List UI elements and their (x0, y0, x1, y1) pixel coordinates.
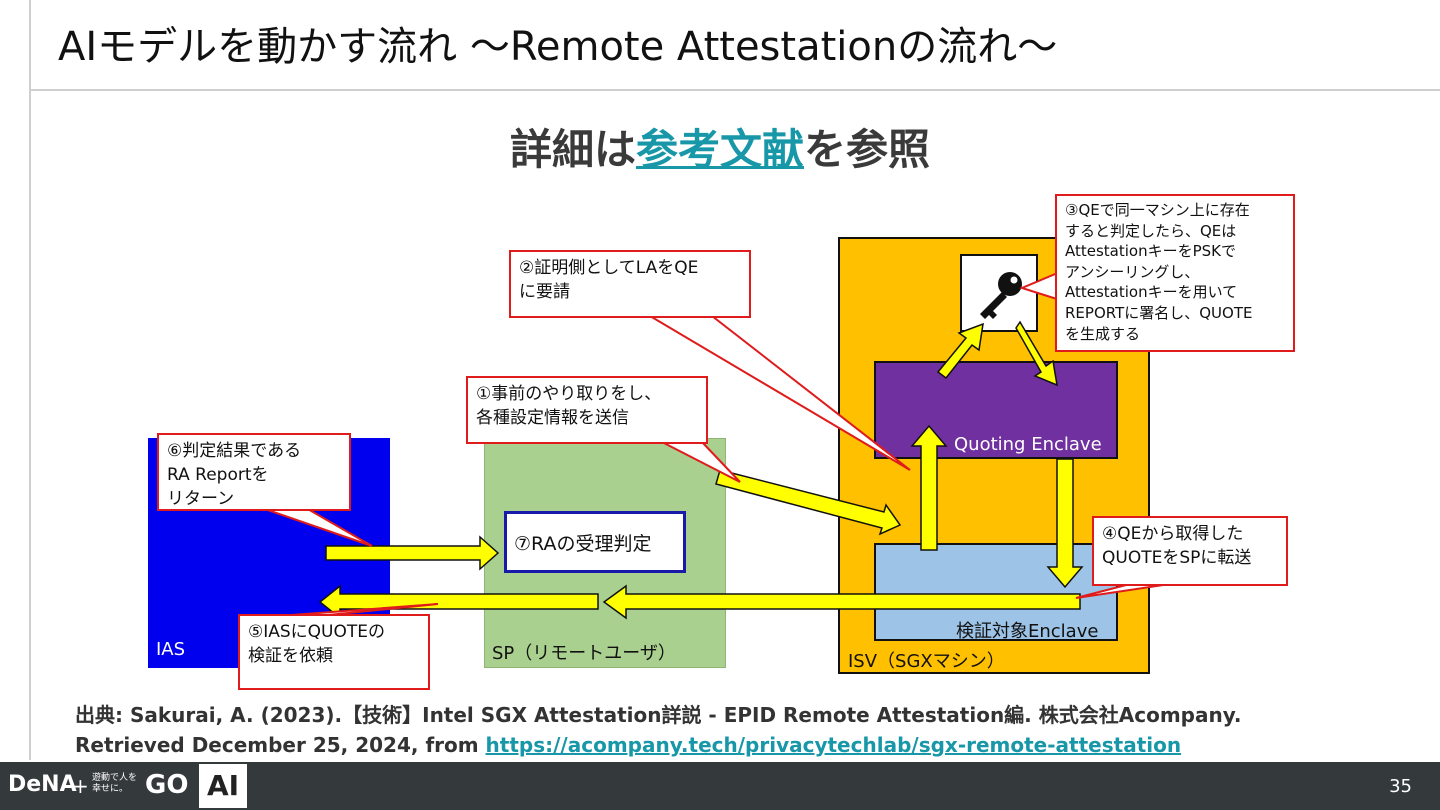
citation-url-link[interactable]: https://acompany.tech/privacytechlab/sgx… (485, 733, 1182, 757)
callout-step3: ③QEで同一マシン上に存在 すると判定したら、QEは Attestationキー… (1055, 194, 1295, 352)
arrow-sp-to-isv (715, 469, 902, 536)
arrow-qe-to-key (936, 322, 984, 380)
arrow-target-to-qe (910, 424, 948, 551)
ai-badge: AI (199, 764, 247, 808)
arrow-isv-to-sp (602, 584, 1081, 620)
target-enclave-box (874, 543, 1118, 641)
callout-step4: ④QEから取得した QUOTEをSPに転送 (1092, 516, 1288, 586)
reference-link[interactable]: 参考文献 (635, 125, 804, 174)
callout-step2: ②証明側としてLAをQE に要請 (509, 250, 751, 318)
dena-logo: DeNA (8, 772, 77, 797)
go-logo: GO (145, 770, 189, 800)
arrow-ias-to-sp (325, 535, 500, 571)
callout1-pointer (661, 441, 741, 483)
headline-prefix: 詳細は (509, 125, 636, 174)
key-box (960, 254, 1038, 332)
callout4-pointer (1075, 583, 1171, 599)
headline: 詳細は参考文献を参照 (0, 116, 1440, 177)
left-rule (29, 0, 31, 760)
title-divider (30, 89, 1440, 91)
callout6-pointer (261, 507, 373, 547)
citation-line1: 出典: Sakurai, A. (2023).【技術】Intel SGX Att… (75, 703, 1242, 727)
citation-line2: Retrieved December 25, 2024, from https:… (75, 733, 1182, 757)
sp-label: SP（リモートユーザ） (492, 643, 676, 664)
arrow-key-to-qe (1015, 320, 1058, 387)
callout-step1: ①事前のやり取りをし、 各種設定情報を送信 (466, 376, 708, 444)
citation: 出典: Sakurai, A. (2023).【技術】Intel SGX Att… (75, 700, 1242, 760)
arrow-qe-to-target (1046, 458, 1084, 589)
callout-step5: ⑤IASにQUOTEの 検証を依頼 (238, 614, 430, 690)
slide-title: AIモデルを動かす流れ 〜Remote Attestationの流れ〜 (58, 24, 1058, 70)
arrow-to-ias (318, 584, 599, 620)
ias-label: IAS (156, 639, 186, 660)
page-number: 35 (1389, 776, 1412, 797)
headline-suffix: を参照 (804, 125, 931, 174)
key-icon (980, 272, 1022, 319)
quoting-enclave-label: Quoting Enclave (954, 434, 1102, 455)
footer-slogan: 遊動で人を幸せに。 (92, 773, 138, 794)
sp-inner-box (504, 511, 686, 573)
target-enclave-label: 検証対象Enclave (956, 621, 1099, 642)
footer-plus: + (72, 774, 89, 798)
isv-label: ISV（SGXマシン） (848, 651, 1005, 672)
callout-step6: ⑥判定結果である RA Reportを リターン (157, 433, 351, 511)
sp-inner-label: ⑦RAの受理判定 (514, 533, 652, 555)
